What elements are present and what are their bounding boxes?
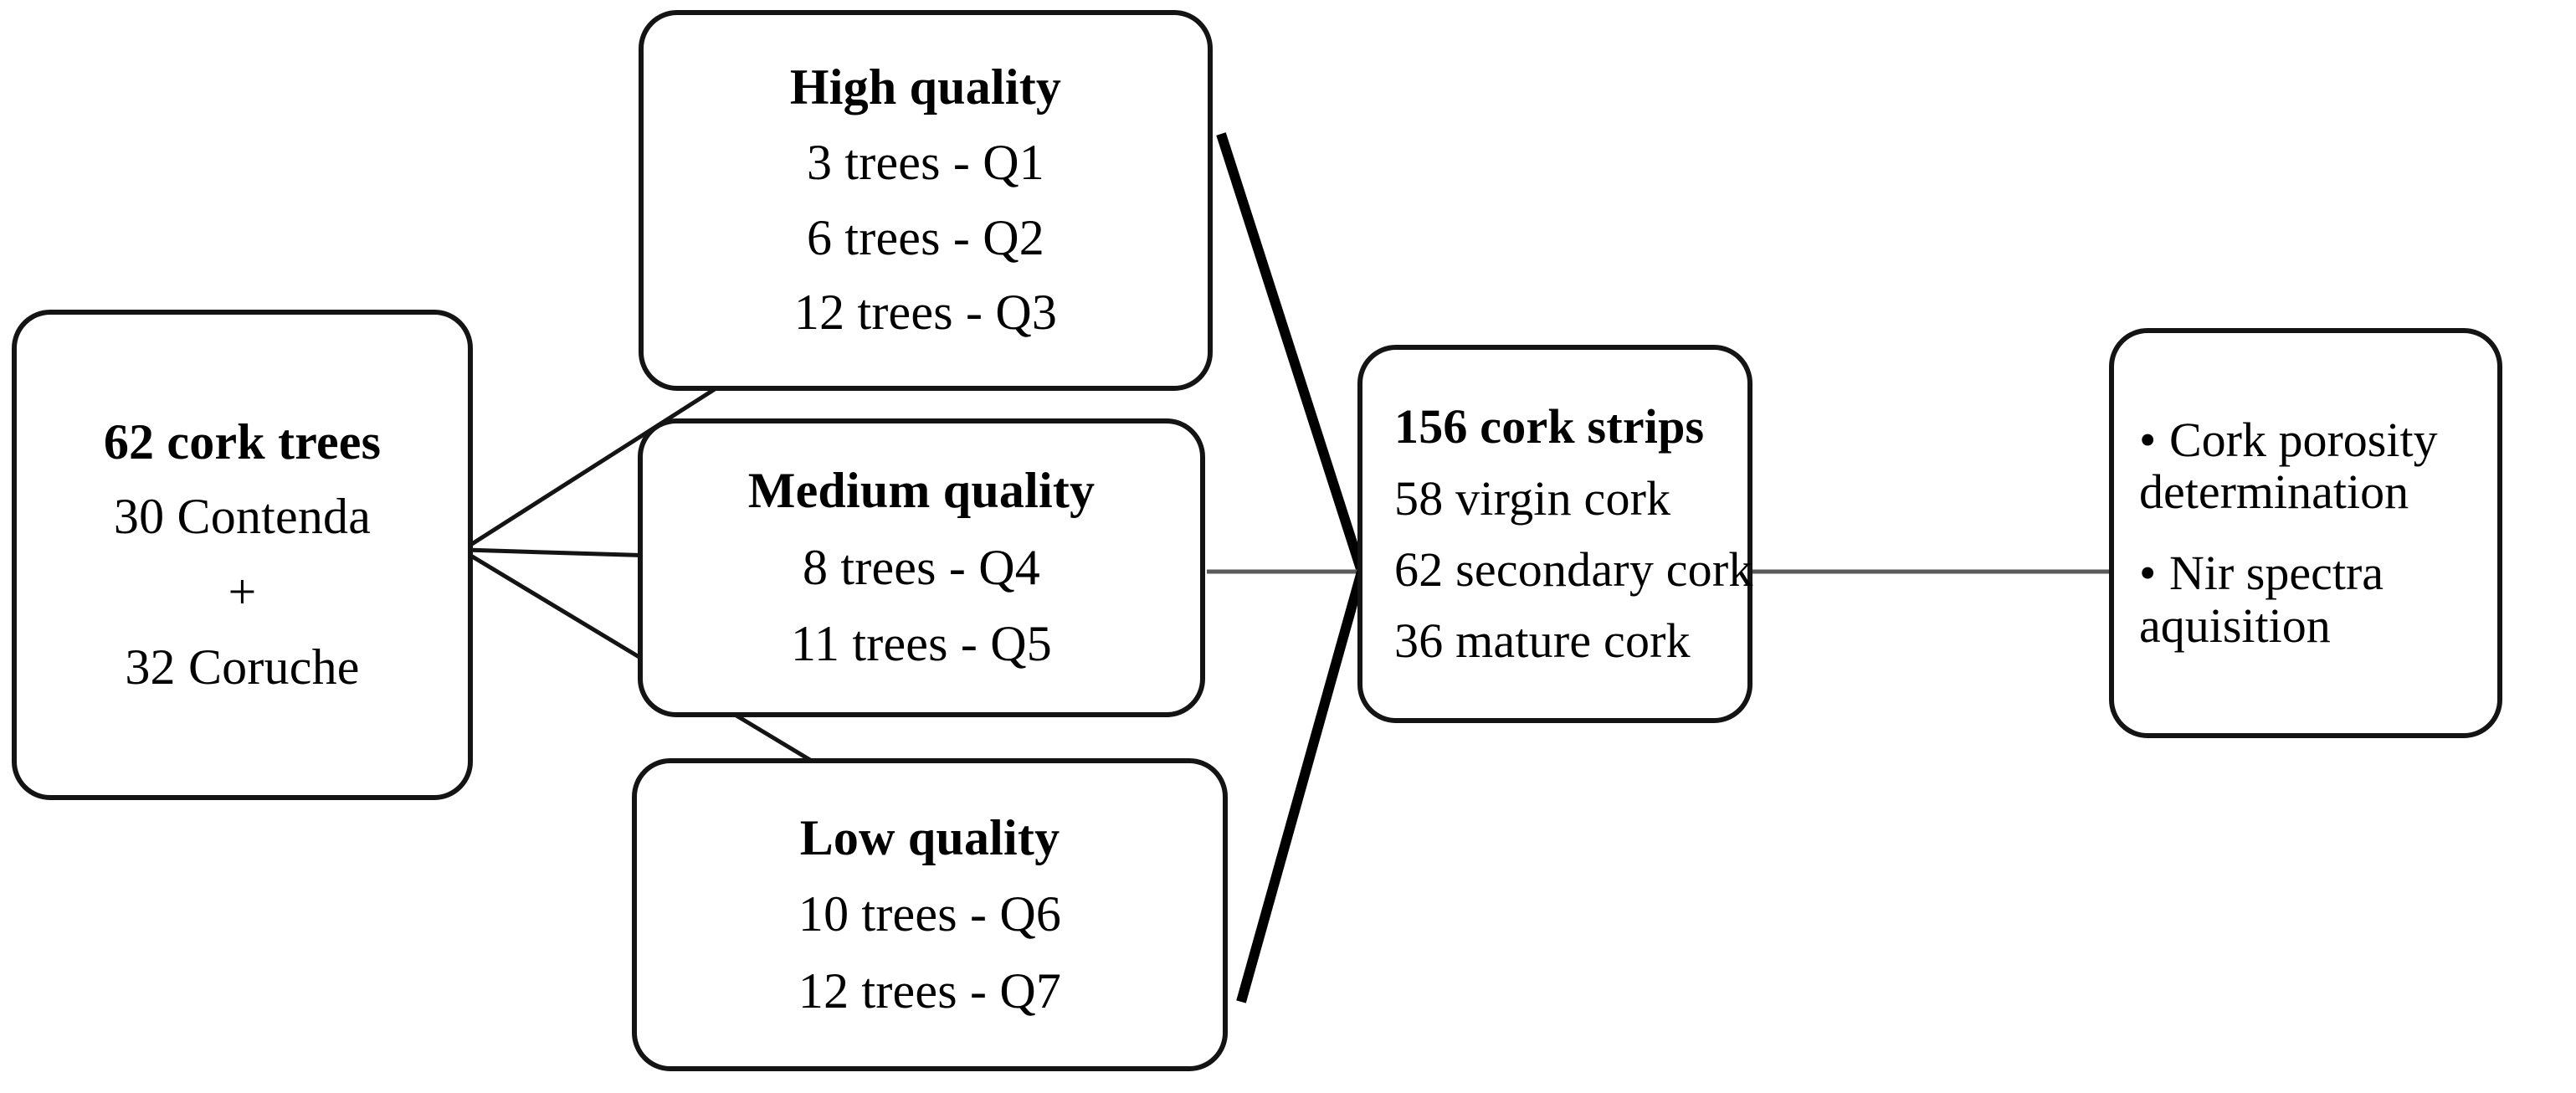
bullet-icon: • <box>2139 546 2157 600</box>
node-medium-quality-title: Medium quality <box>747 463 1096 519</box>
node-medium-quality-line-2: 11 trees - Q5 <box>791 616 1052 672</box>
node-cork-strips[interactable]: 156 cork strips 58 virgin cork 62 second… <box>1357 345 1752 723</box>
node-cork-trees-line-0: 62 cork trees <box>103 413 382 470</box>
node-cork-strips-title: 156 cork strips <box>1394 399 1705 454</box>
node-medium-quality[interactable]: Medium quality 8 trees - Q4 11 trees - Q… <box>638 418 1205 717</box>
node-low-quality-line-2: 12 trees - Q7 <box>798 962 1062 1019</box>
edge-low-to-strips <box>1236 570 1367 1003</box>
node-high-quality-line-3: 12 trees - Q3 <box>793 285 1058 341</box>
node-cork-trees-line-1: 30 Contenda <box>113 489 372 545</box>
node-low-quality[interactable]: Low quality 10 trees - Q6 12 trees - Q7 <box>632 758 1228 1071</box>
node-cork-strips-line-3: 36 mature cork <box>1394 613 1691 669</box>
node-high-quality[interactable]: High quality 3 trees - Q1 6 trees - Q2 1… <box>639 10 1213 391</box>
node-cork-trees-line-2: + <box>228 564 257 619</box>
node-low-quality-line-1: 10 trees - Q6 <box>798 886 1062 942</box>
bullet-icon: • <box>2139 412 2157 467</box>
node-high-quality-line-2: 6 trees - Q2 <box>807 209 1044 265</box>
node-analyses[interactable]: •Cork porosity determination •Nir spectr… <box>2109 328 2502 738</box>
node-high-quality-title: High quality <box>789 59 1062 115</box>
list-item: •Nir spectra aquisition <box>2139 546 2482 653</box>
node-cork-strips-line-2: 62 secondary cork <box>1394 542 1753 597</box>
edge-high-to-strips <box>1216 132 1367 573</box>
node-cork-trees[interactable]: 62 cork trees 30 Contenda + 32 Coruche <box>12 310 473 800</box>
node-cork-strips-line-1: 58 virgin cork <box>1394 470 1671 526</box>
list-item: •Cork porosity determination <box>2139 412 2482 520</box>
list-item-label: Cork porosity determination <box>2139 412 2438 520</box>
node-low-quality-title: Low quality <box>799 809 1060 865</box>
list-item-label: Nir spectra aquisition <box>2139 546 2384 653</box>
node-medium-quality-line-1: 8 trees - Q4 <box>803 539 1040 595</box>
node-cork-trees-line-3: 32 Coruche <box>125 639 360 695</box>
node-high-quality-line-1: 3 trees - Q1 <box>807 134 1044 190</box>
